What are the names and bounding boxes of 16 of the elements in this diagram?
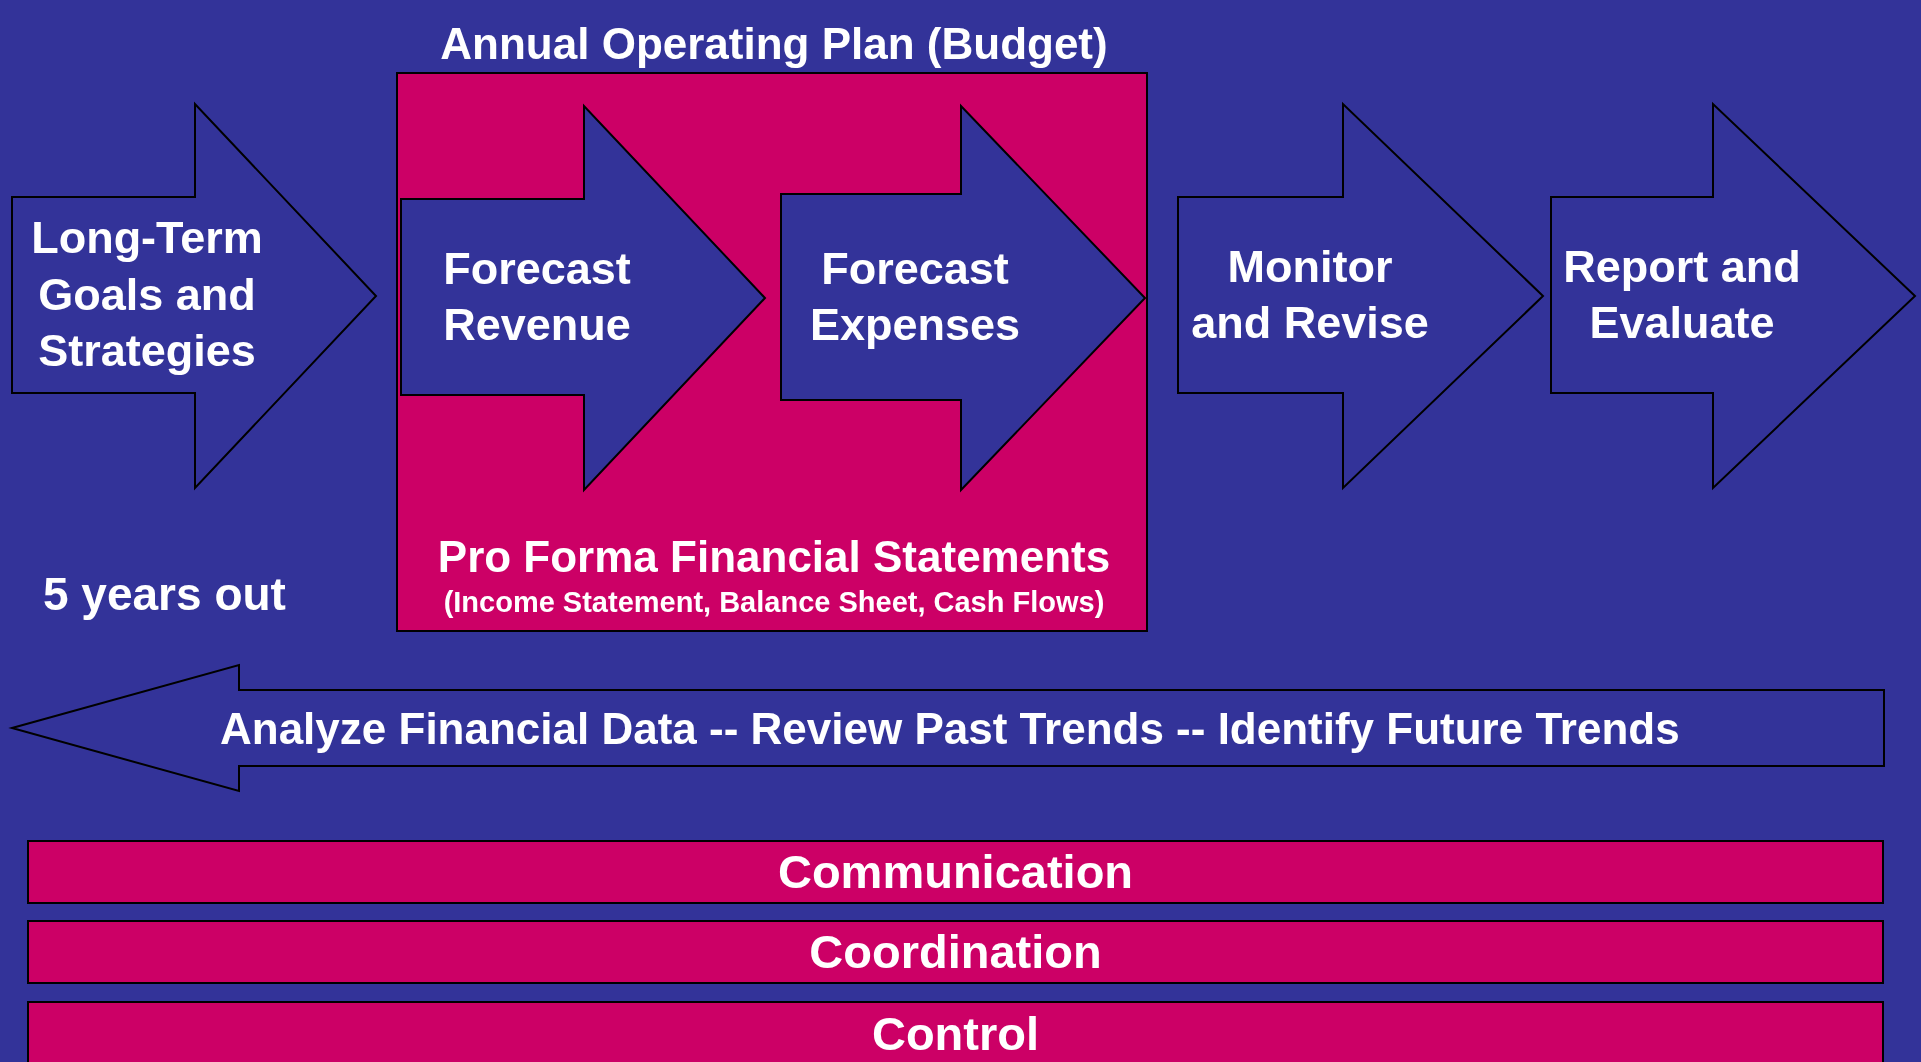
bar — [27, 920, 1884, 984]
arrow-label: Monitor and Revise — [1190, 239, 1430, 351]
bar-label: Coordination — [808, 926, 1103, 978]
bar-label: Communication — [776, 846, 1135, 898]
arrow-label: Forecast Expenses — [808, 241, 1022, 353]
arrow-label: Long-Term Goals and Strategies — [30, 211, 264, 379]
bar — [27, 840, 1884, 904]
arrow-label: Report and Evaluate — [1562, 239, 1802, 351]
bar — [27, 1001, 1884, 1062]
group-heading: Annual Operating Plan (Budget) — [439, 18, 1109, 70]
group-subcaption: (Income Statement, Balance Sheet, Cash Flows) — [442, 585, 1106, 620]
bar-label: Control — [870, 1008, 1041, 1060]
time-note: 5 years out — [43, 567, 286, 622]
arrow-label: Analyze Financial Data -- Review Past Trends -- Identify Future Trends — [220, 702, 1680, 755]
group-caption: Pro Forma Financial Statements — [436, 531, 1112, 583]
arrow-label: Forecast Revenue — [442, 241, 632, 353]
